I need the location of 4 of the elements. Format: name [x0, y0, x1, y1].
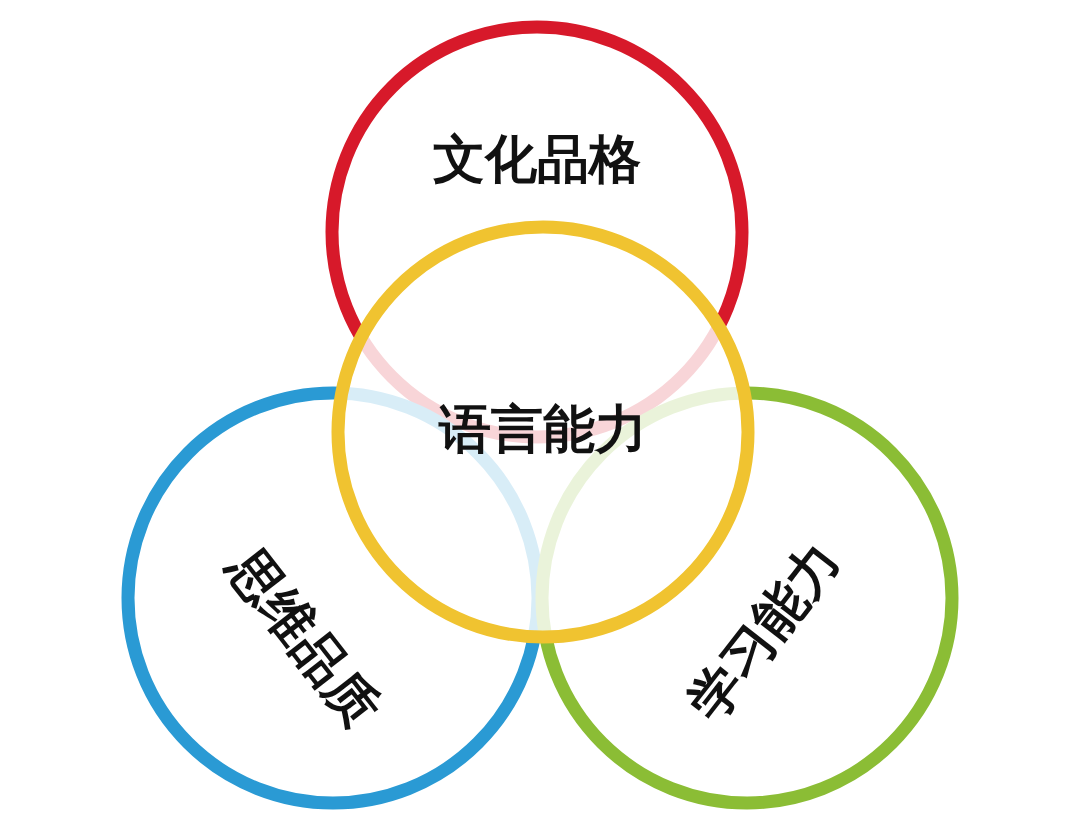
circle-label: 语言能力: [439, 398, 647, 461]
circle-label: 文化品格: [433, 128, 641, 191]
circle-label: 思维品质: [215, 535, 393, 740]
circle-label: 学习能力: [675, 529, 853, 734]
